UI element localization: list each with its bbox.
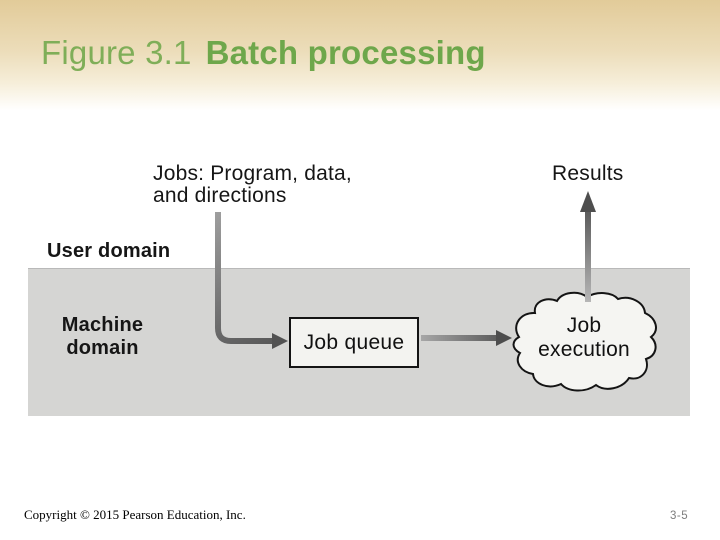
- figure-number: Figure 3.1: [41, 34, 192, 71]
- slide-title: Figure 3.1 Batch processing: [41, 34, 486, 72]
- header-gradient-band: [0, 0, 720, 115]
- batch-processing-diagram: Jobs: Program, data, and directions Resu…: [0, 150, 720, 420]
- job-queue-box: Job queue: [289, 317, 419, 368]
- queue-to-execution-arrowhead: [496, 330, 512, 346]
- job-execution-label: Job execution: [538, 314, 630, 361]
- copyright-notice: Copyright © 2015 Pearson Education, Inc.: [24, 507, 246, 522]
- user-domain-label: User domain: [47, 240, 171, 262]
- results-label: Results: [552, 162, 624, 185]
- machine-domain-label: Machine domain: [61, 314, 144, 359]
- jobs-label: Jobs: Program, data, and directions: [153, 162, 352, 207]
- slide-page-number: 3-5: [670, 510, 689, 522]
- jobs-to-queue-arrow: [215, 212, 273, 344]
- job-queue-label: Job queue: [303, 330, 405, 354]
- job-execution-blob: [512, 291, 657, 392]
- figure-title: Batch processing: [205, 34, 486, 71]
- diagram-arrows-and-blob: [215, 191, 657, 392]
- jobs-to-queue-arrowhead: [272, 333, 288, 349]
- execution-to-results-arrowhead: [580, 191, 596, 212]
